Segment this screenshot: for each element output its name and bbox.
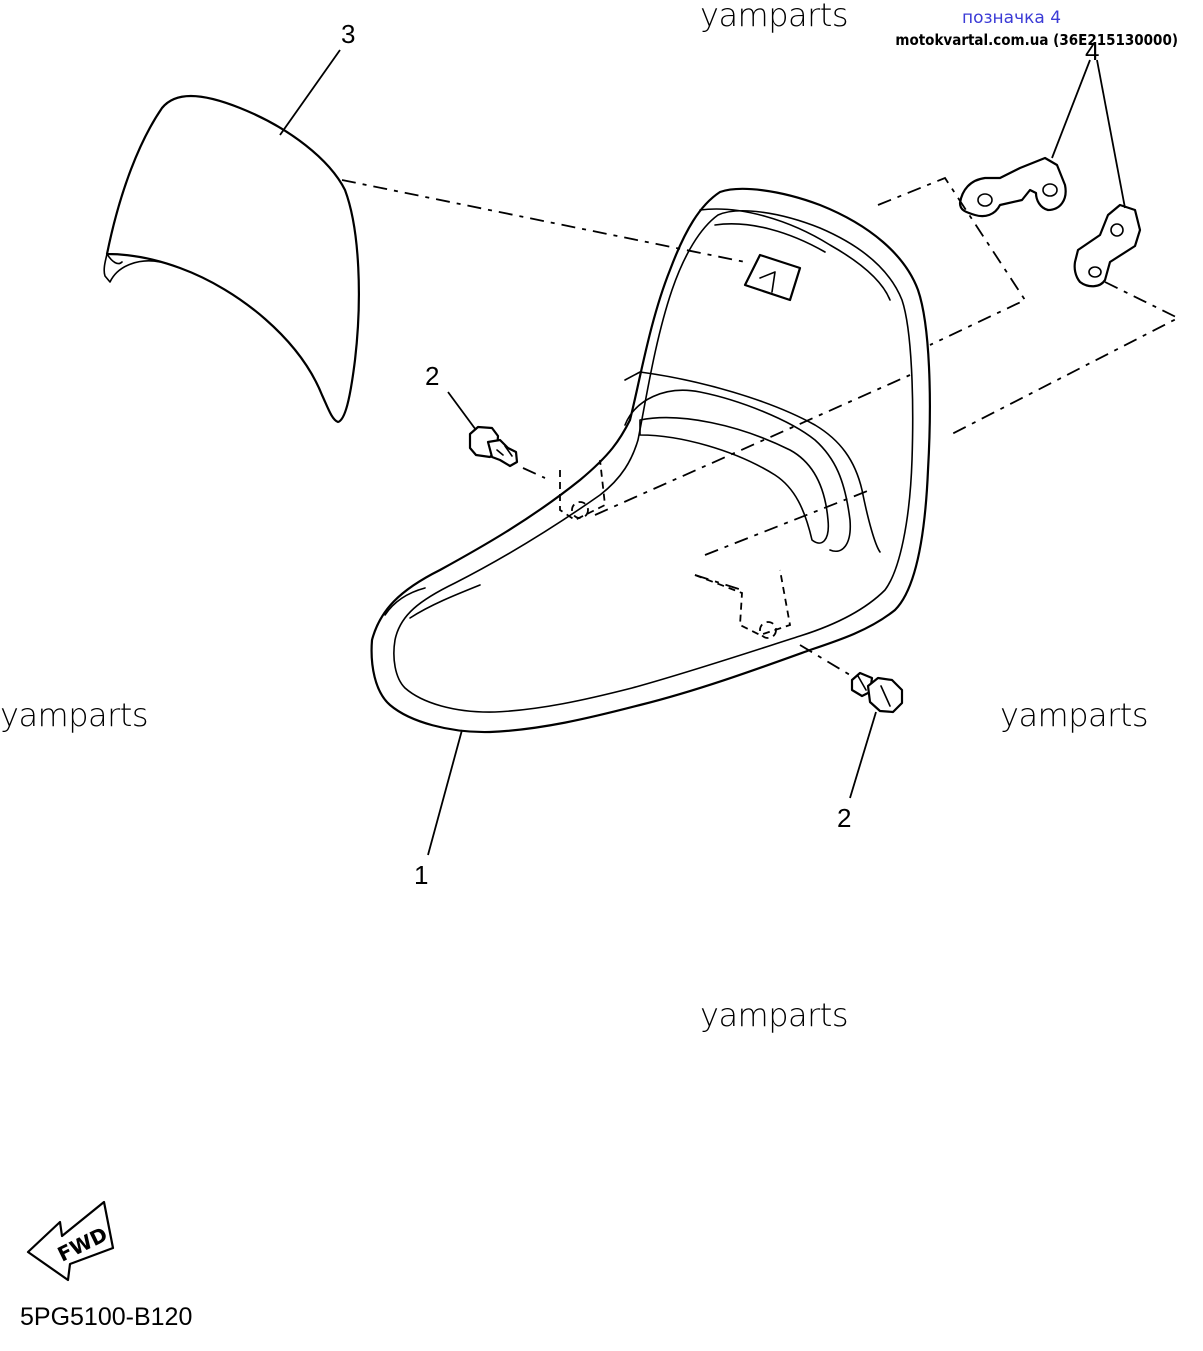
part-2-screw-left <box>468 425 519 468</box>
part-2-screw-right <box>850 671 904 714</box>
header-title: позначка 4 <box>962 8 1061 28</box>
diagram-code: 5PG5100-B120 <box>20 1303 192 1331</box>
part-3-seat-pad <box>103 94 360 424</box>
callout-2-lower: 2 <box>837 803 851 833</box>
callout-1: 1 <box>414 860 428 890</box>
part-4-bracket-lower <box>1073 203 1142 288</box>
watermark-bottom: yamparts <box>700 996 848 1034</box>
fwd-arrow-icon: FWD <box>26 1200 115 1282</box>
watermark-left: yamparts <box>0 696 148 734</box>
watermark-top: yamparts <box>700 0 848 34</box>
leader-lines <box>279 49 1126 856</box>
callout-2-upper: 2 <box>425 361 439 391</box>
watermark-right: yamparts <box>1000 696 1148 734</box>
part-1-seat <box>370 187 931 734</box>
callout-4: 4 <box>1085 36 1099 66</box>
callout-3: 3 <box>341 19 355 49</box>
assembly-lines <box>341 176 1181 676</box>
part-4-bracket-upper <box>958 156 1067 218</box>
header-source: motokvartal.com.ua (36E215130000) <box>895 31 1178 49</box>
